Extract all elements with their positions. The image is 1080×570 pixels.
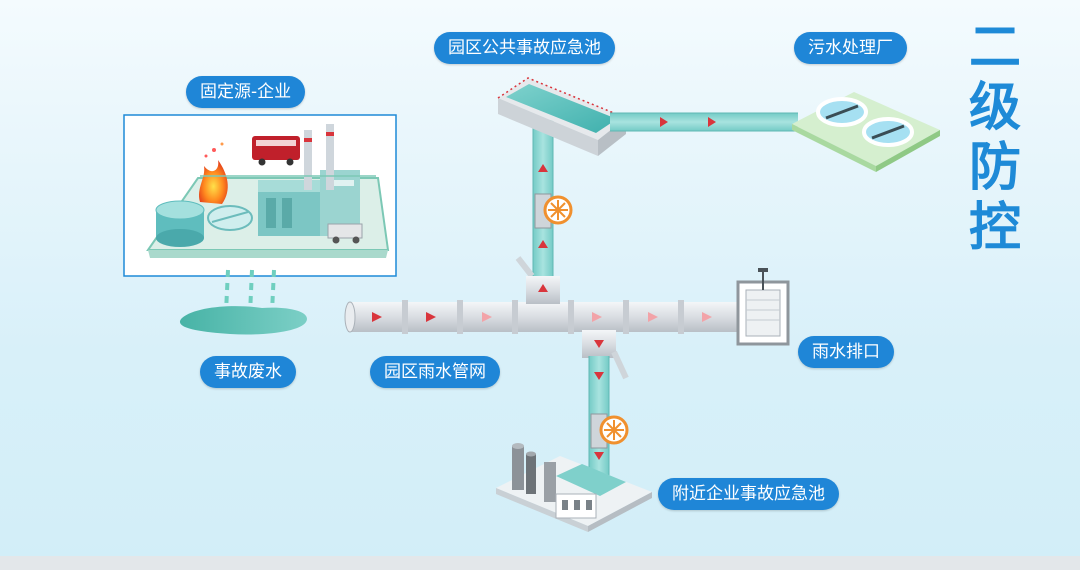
upper-valve: [534, 193, 573, 229]
label-rain-outlet: 雨水排口: [798, 336, 894, 368]
enterprise-illustration: [123, 114, 397, 277]
park-rain-pipe: [344, 276, 742, 380]
title-char: 防: [968, 137, 1021, 198]
pipe-branch-stub: [515, 256, 535, 278]
rain-outlet-gate: [736, 268, 790, 346]
level-two-control-title: 二 级 防 控: [965, 18, 1025, 258]
bottom-band: [0, 556, 1080, 570]
label-park-emergency-pool: 园区公共事故应急池: [434, 32, 615, 64]
label-accident-wastewater: 事故废水: [200, 356, 296, 388]
wastewater-puddle: [179, 306, 307, 335]
label-park-rain-network: 园区雨水管网: [370, 356, 500, 388]
label-nearby-emergency-pool: 附近企业事故应急池: [658, 478, 839, 510]
nearby-enterprise-illustration: [496, 443, 652, 532]
sewage-plant: [792, 92, 940, 172]
lower-valve: [590, 413, 629, 449]
label-sewage-plant: 污水处理厂: [794, 32, 907, 64]
title-char: 二: [968, 17, 1021, 78]
park-emergency-pool: [497, 77, 627, 156]
title-char: 级: [968, 77, 1021, 138]
pipe-to-sewage-plant: [610, 112, 798, 132]
label-fixed-source: 固定源-企业: [186, 76, 306, 108]
title-char: 控: [968, 197, 1021, 258]
